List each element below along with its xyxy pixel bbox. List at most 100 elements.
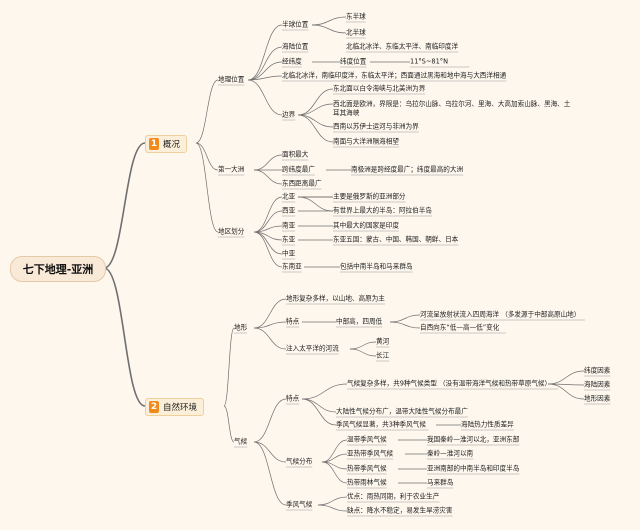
node-n4[interactable]: 北半球 xyxy=(346,28,366,37)
node-n59[interactable]: 马来群岛 xyxy=(427,478,454,487)
node-n22[interactable]: 北亚 xyxy=(282,192,296,201)
node-n18[interactable]: 跨纬度最广 xyxy=(282,165,315,174)
node-n35[interactable]: 特点 xyxy=(286,317,300,326)
node-n28[interactable]: 东亚 xyxy=(282,235,296,244)
node-n3[interactable]: 东半球 xyxy=(346,12,366,21)
node-n7[interactable]: 经纬度 xyxy=(282,57,302,66)
connector-41 xyxy=(389,314,421,323)
node-n61[interactable]: 优点：雨热同期，利于农业生产 xyxy=(347,492,440,501)
node-n5[interactable]: 海陆位置 xyxy=(282,42,309,51)
connector-47 xyxy=(253,441,287,506)
node-n30[interactable]: 中亚 xyxy=(282,249,296,258)
node-n9[interactable]: 11°S~81°N xyxy=(410,57,449,66)
connector-39 xyxy=(253,327,287,350)
connector-49 xyxy=(301,398,337,413)
node-n17[interactable]: 面积最大 xyxy=(282,150,309,159)
node-n14[interactable]: 西南以苏伊士运河与非洲为界 xyxy=(333,122,419,131)
node-n6[interactable]: 北临北冰洋、东临太平洋、南临印度洋 xyxy=(346,42,459,51)
node-n15[interactable]: 南面与大洋洲隔海相望 xyxy=(333,137,399,146)
connector-56 xyxy=(321,453,348,463)
node-n16[interactable]: 第一大洲 xyxy=(218,165,245,174)
node-n57[interactable]: 亚洲南部的中南半岛和印度半岛 xyxy=(427,464,520,473)
connector-51 xyxy=(547,370,585,385)
connector-14 xyxy=(297,88,334,116)
node-n24[interactable]: 西亚 xyxy=(282,206,296,215)
node-n56[interactable]: 热带季风气候 xyxy=(347,464,387,473)
connector-7 xyxy=(247,61,283,81)
node-n44[interactable]: 气候复杂多样，共9种气候类型 （没有温带海洋气候和热带草原气候） xyxy=(347,379,552,388)
connector-42 xyxy=(389,321,421,329)
connector-43 xyxy=(349,341,377,350)
node-n23[interactable]: 主要是俄罗斯的亚洲部分 xyxy=(333,192,406,201)
node-n32[interactable]: 包括中南半岛和马来群岛 xyxy=(340,262,413,271)
node-n53[interactable]: 我国秦岭—淮河以北，亚洲东部 xyxy=(427,435,520,444)
node-n21[interactable]: 地区划分 xyxy=(218,227,245,236)
node-n39[interactable]: 注入太平洋的河流 xyxy=(286,344,339,353)
node-n50[interactable]: 海陆热力性质差异 xyxy=(461,420,514,429)
node-n60[interactable]: 季风气候 xyxy=(286,500,313,509)
connector-35 xyxy=(223,327,235,407)
node-n26[interactable]: 南亚 xyxy=(282,221,296,230)
connector-2 xyxy=(195,79,219,144)
node-n1[interactable]: 地理位置 xyxy=(218,75,245,84)
node-n19[interactable]: 南极洲是跨经度最广；纬度最高的大洲 xyxy=(351,165,464,174)
node-n8[interactable]: 纬度位置 xyxy=(340,57,367,66)
root-topic[interactable]: 七下地理-亚洲 xyxy=(10,256,106,282)
node-n42[interactable]: 气候 xyxy=(234,437,248,446)
connector-53 xyxy=(547,383,585,400)
node-n12[interactable]: 东北面以白令海峡与北美洲为界 xyxy=(333,84,426,93)
node-n58[interactable]: 热带雨林气候 xyxy=(347,478,387,487)
connector-22 xyxy=(253,196,283,233)
connector-37 xyxy=(253,298,287,329)
node-n51[interactable]: 气候分布 xyxy=(286,457,313,466)
node-n55[interactable]: 秦岭—淮河以南 xyxy=(427,449,474,458)
connector-11 xyxy=(311,24,347,34)
connector-46 xyxy=(253,441,287,463)
node-n25[interactable]: 有世界上最大的半岛：阿拉伯半岛 xyxy=(333,206,432,215)
node-n29[interactable]: 东亚五国：蒙古、中国、韩国、朝鲜、日本 xyxy=(333,235,459,244)
node-n52[interactable]: 温带季风气候 xyxy=(347,435,387,444)
topic-label: 自然环境 xyxy=(163,403,198,413)
node-n34[interactable]: 地形复杂多样，以山地、高原为主 xyxy=(286,294,385,303)
connector-45 xyxy=(253,398,287,443)
connector-38 xyxy=(253,321,287,329)
topic-overview[interactable]: 1 概况 xyxy=(145,135,188,153)
connector-26 xyxy=(253,231,283,255)
topic-label: 概况 xyxy=(163,140,181,150)
node-n62[interactable]: 缺点：降水不稳定，易发生旱涝灾害 xyxy=(347,506,453,515)
node-n54[interactable]: 亚热带季风气候 xyxy=(347,449,394,458)
connector-27 xyxy=(253,231,283,268)
connector-8 xyxy=(247,75,283,81)
connector-50 xyxy=(301,398,337,426)
connector-16 xyxy=(297,114,334,128)
node-n49[interactable]: 季风气候显著，共3种季风气候 xyxy=(336,420,426,429)
topic-natural-environment[interactable]: 2 自然环境 xyxy=(145,398,205,416)
node-n36[interactable]: 中部高，四周低 xyxy=(336,317,383,326)
node-n33[interactable]: 地形 xyxy=(234,323,248,332)
connector-3 xyxy=(195,142,219,171)
node-n13[interactable]: 西北面是欧洲，界限是：乌拉尔山脉、乌拉尔河、里海、大高加索山脉、黑海、土耳其海峡 xyxy=(333,100,571,117)
connector-18 xyxy=(253,154,283,171)
connector-64 xyxy=(317,504,348,512)
node-n2[interactable]: 半球位置 xyxy=(282,20,309,29)
node-n47[interactable]: 地形因素 xyxy=(584,394,611,403)
node-n45[interactable]: 纬度因素 xyxy=(584,366,611,375)
node-n43[interactable]: 特点 xyxy=(286,394,300,403)
connector-44 xyxy=(349,348,377,357)
connector-20 xyxy=(253,169,283,185)
node-n41[interactable]: 长江 xyxy=(376,351,390,360)
node-n38[interactable]: 自西向东“低—高—低”变化 xyxy=(420,323,500,332)
node-n11[interactable]: 边界 xyxy=(282,110,296,119)
connector-58 xyxy=(321,461,348,484)
node-n10[interactable]: 北临北冰洋，南临印度洋，东临太平洋；西面通过黑海和地中海与大西洋相通 xyxy=(282,71,507,80)
connector-24 xyxy=(253,225,283,233)
connector-29 xyxy=(297,196,334,212)
node-n31[interactable]: 东南亚 xyxy=(282,262,302,271)
node-n48[interactable]: 大陆性气候分布广，温带大陆性气候分布最广 xyxy=(336,407,468,416)
node-n40[interactable]: 黄河 xyxy=(376,337,390,346)
connector-23 xyxy=(253,210,283,233)
node-n27[interactable]: 其中最大的国家是印度 xyxy=(333,221,399,230)
node-n37[interactable]: 河流呈放射状流入四周海洋 （多发源于中部高原山地） xyxy=(420,310,581,319)
node-n20[interactable]: 东西距离最广 xyxy=(282,179,322,188)
node-n46[interactable]: 海陆因素 xyxy=(584,380,611,389)
